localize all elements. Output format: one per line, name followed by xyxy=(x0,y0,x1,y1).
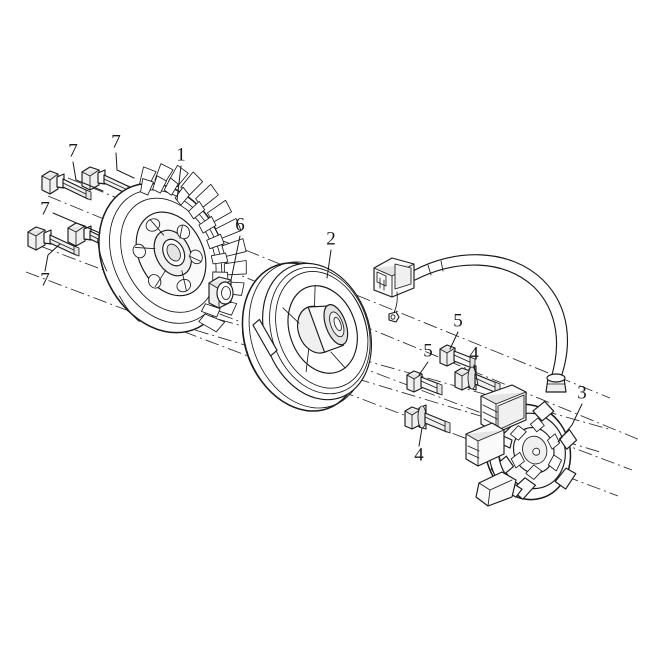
part-label-5-a: 5 xyxy=(453,310,463,331)
leader-7-c xyxy=(52,212,101,234)
part-label-4-a: 4 xyxy=(469,343,479,364)
leader-4-b xyxy=(418,427,423,447)
wiring-harness xyxy=(412,254,569,393)
stator-coil-assembly xyxy=(373,254,578,507)
washer-bolt-1 xyxy=(454,365,501,395)
leader-7-d xyxy=(44,243,61,272)
short-bolt-2 xyxy=(406,370,443,396)
part-number-labels: 7 7 7 7 1 6 2 5 5 4 4 3 xyxy=(40,131,587,465)
part-label-4-b: 4 xyxy=(414,444,424,465)
part-label-7-d: 7 xyxy=(40,269,50,290)
leader-5-a xyxy=(449,331,459,350)
short-bolt-1 xyxy=(439,344,476,370)
flywheel-magneto-rotor xyxy=(241,261,373,412)
part-label-2: 2 xyxy=(326,228,336,249)
part-label-5-b: 5 xyxy=(423,340,433,361)
leader-5-b xyxy=(418,361,429,376)
leader-3 xyxy=(557,403,583,443)
leader-2 xyxy=(326,249,332,279)
short-bolt-group xyxy=(406,344,476,396)
leader-lines xyxy=(44,152,583,447)
part-label-3: 3 xyxy=(577,382,587,403)
part-label-7-c: 7 xyxy=(40,198,50,219)
leader-7-a xyxy=(72,161,104,192)
part-label-7-b: 7 xyxy=(111,131,121,152)
leader-6 xyxy=(230,235,241,281)
leader-7-b xyxy=(115,152,135,179)
part-label-7-a: 7 xyxy=(68,140,78,161)
washer-bolt-group xyxy=(404,365,501,434)
part-label-1: 1 xyxy=(176,144,186,165)
flange-bolt-group xyxy=(27,166,134,257)
pickup-coil xyxy=(480,384,527,449)
charge-coil xyxy=(465,422,505,467)
part-label-6: 6 xyxy=(235,214,245,235)
leader-1 xyxy=(176,165,182,201)
washer-bolt-2 xyxy=(404,404,451,434)
hex-nut xyxy=(208,276,234,309)
stator-mount-foot xyxy=(475,471,517,507)
flange-bolt-1 xyxy=(41,170,92,201)
harness-connector xyxy=(373,257,415,323)
leader-4-a xyxy=(473,364,479,386)
flange-bolt-4 xyxy=(27,226,80,257)
